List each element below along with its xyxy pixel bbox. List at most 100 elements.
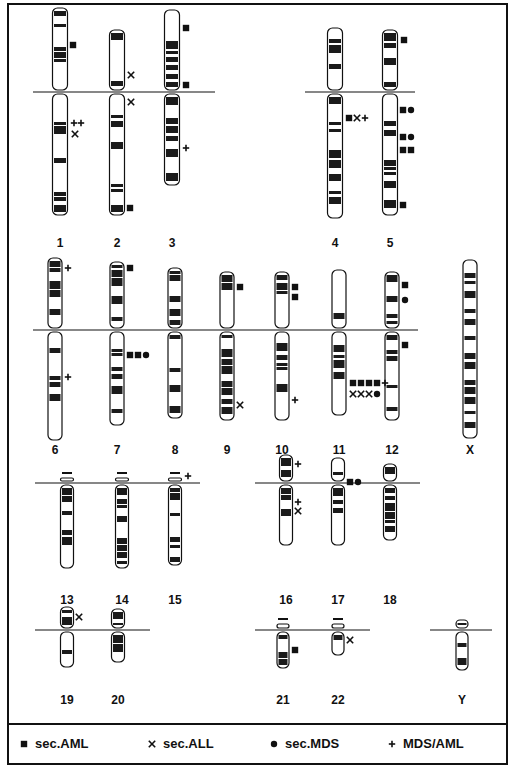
- chromosome-band: [465, 362, 476, 369]
- chromosome-band: [279, 635, 288, 639]
- chromosome-band: [385, 467, 395, 474]
- chromosome-number: 2: [114, 236, 121, 250]
- chromosome-band: [333, 508, 343, 513]
- marker-d: [408, 107, 414, 113]
- chromosome-band: [50, 309, 61, 315]
- chromosome-band: [117, 516, 127, 522]
- marker-s: [402, 342, 408, 348]
- chromosome-band: [170, 406, 181, 413]
- chromosome-band: [117, 488, 127, 495]
- chromosome-band: [166, 136, 178, 141]
- chromosome-arm: [112, 609, 125, 628]
- chromosome-number: 17: [331, 593, 344, 607]
- chromosome-band: [329, 39, 341, 43]
- legend-swatch: [18, 738, 30, 750]
- marker-s: [346, 115, 352, 121]
- marker-s: [127, 265, 133, 271]
- chromosome-band: [54, 192, 66, 196]
- chromosome: [385, 272, 399, 420]
- marker-x: [128, 72, 134, 78]
- marker-s: [135, 352, 141, 358]
- chromosome-band: [387, 296, 398, 302]
- marker-p: [382, 380, 388, 386]
- chromosome-band: [166, 65, 178, 70]
- marker-s: [402, 282, 408, 288]
- marker-s: [374, 380, 380, 386]
- chromosome-arm: [332, 485, 345, 545]
- marker-p: [292, 397, 298, 403]
- chromosome-number: 8: [172, 443, 179, 457]
- chromosome-band: [170, 320, 181, 325]
- chromosome-band: [54, 197, 66, 201]
- marker-p: [78, 120, 84, 126]
- chromosome: [220, 272, 234, 420]
- chromosome-band: [334, 635, 343, 640]
- chromosome-band: [281, 458, 291, 466]
- chromosome-arm: [61, 632, 74, 667]
- chromosome-arm: [332, 332, 346, 415]
- chromosome-arm: [110, 30, 125, 90]
- chromosome-band: [384, 58, 396, 65]
- chromosome-band: [62, 488, 72, 495]
- chromosome-band: [170, 557, 180, 562]
- chromosome: [383, 30, 398, 215]
- marker-d: [271, 740, 277, 746]
- chromosome-band: [111, 121, 123, 127]
- chromosome-band: [111, 184, 123, 187]
- chromosome-number: 14: [115, 593, 128, 607]
- chromosome-arm: [328, 28, 343, 90]
- chromosome-number: 6: [52, 443, 59, 457]
- marker-s: [408, 147, 414, 153]
- chromosome-band: [112, 349, 123, 352]
- chromosome-band: [222, 366, 233, 374]
- chromosome-band: [387, 385, 398, 388]
- chromosome-band: [387, 407, 398, 411]
- chromosome-band: [334, 313, 345, 319]
- chromosome-band: [113, 623, 123, 625]
- legend-text: sec.ALL: [163, 736, 214, 751]
- chromosome-band: [279, 652, 288, 658]
- chromosome-band: [387, 314, 398, 318]
- chromosome-band: [170, 296, 181, 302]
- chromosome: [112, 609, 125, 662]
- chromosome-band: [50, 261, 61, 267]
- chromosome-band: [166, 118, 178, 124]
- marker-s: [366, 380, 372, 386]
- chromosome-band: [385, 520, 395, 523]
- satellite-mark: [62, 472, 72, 474]
- chromosome-band: [50, 394, 61, 401]
- chromosome-arm: [110, 94, 125, 215]
- chromosome-band: [54, 47, 66, 51]
- marker-p: [183, 145, 189, 151]
- chromosome-number: Y: [458, 693, 466, 707]
- marker-x: [354, 115, 360, 121]
- marker-x: [350, 391, 356, 397]
- centromere-line: [33, 91, 215, 92]
- chromosome-band: [50, 268, 61, 272]
- chromosome-band: [465, 319, 476, 325]
- chromosome-band: [170, 537, 180, 542]
- chromosome-band: [112, 278, 123, 286]
- chromosome-band: [112, 374, 123, 379]
- marker-x: [76, 614, 82, 620]
- chromosome: [456, 620, 468, 670]
- markers: [65, 25, 414, 653]
- chromosome-band: [170, 309, 181, 316]
- chromosome-arm: [463, 260, 477, 438]
- marker-s: [127, 205, 133, 211]
- chromosome-band: [62, 617, 72, 625]
- centromere-line: [430, 629, 492, 630]
- chromosome-band: [465, 411, 476, 414]
- marker-s: [292, 294, 298, 300]
- chromosome-band: [465, 353, 476, 359]
- marker-s: [400, 134, 406, 140]
- chromosome-band: [62, 650, 72, 654]
- chromosome: [332, 619, 344, 655]
- chromosome-number: 11: [333, 443, 346, 457]
- marker-s: [401, 37, 407, 43]
- satellite-mark: [333, 618, 343, 620]
- legend-swatch: [386, 738, 398, 750]
- chromosome-number: X: [466, 443, 474, 457]
- chromosome-band: [465, 336, 476, 340]
- chromosome-band: [170, 385, 181, 392]
